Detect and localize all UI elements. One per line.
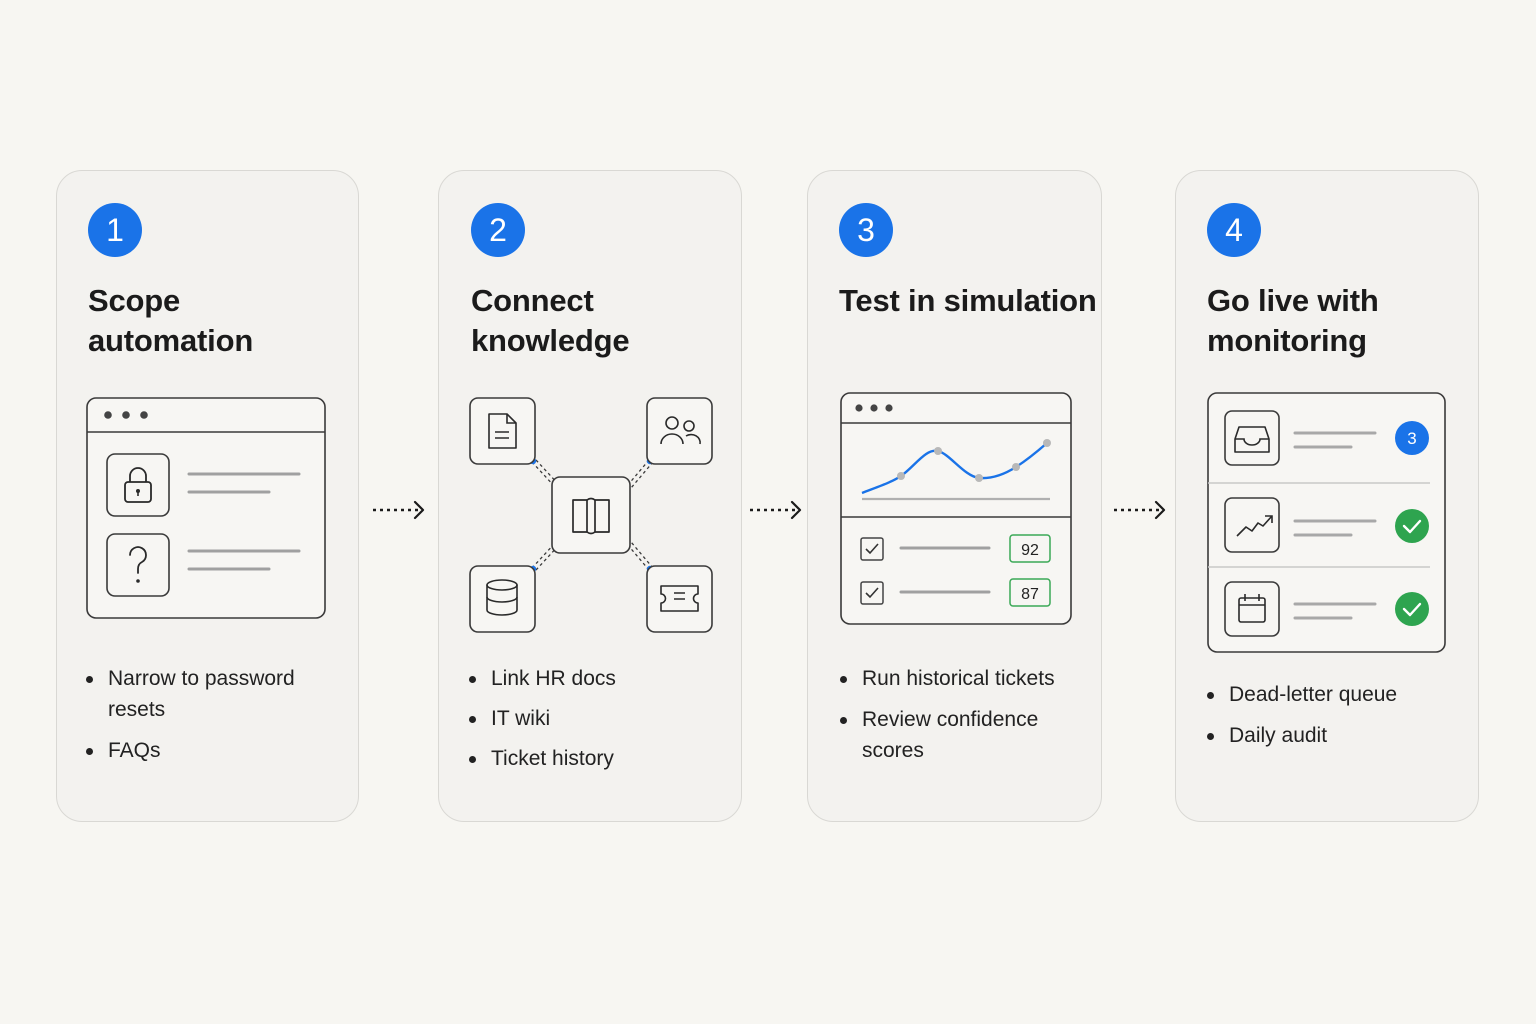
list-item: IT wiki: [469, 703, 719, 734]
ticket-icon: [646, 565, 713, 633]
question-icon: [106, 533, 170, 597]
list-item: Daily audit: [1207, 720, 1467, 751]
checkbox-icon: [860, 581, 884, 605]
step-card-3: 3 Test in simulation 92: [807, 170, 1102, 822]
inbox-icon: [1224, 410, 1280, 466]
monitoring-panel-illustration: 3: [1207, 392, 1446, 653]
step-number-badge: 4: [1207, 203, 1261, 257]
list-item: Ticket history: [469, 743, 719, 774]
check-circle-icon: [1395, 509, 1429, 543]
confidence-score: 87: [1021, 586, 1039, 603]
count-badge: [1395, 421, 1429, 455]
arrow-right-icon: [1114, 500, 1166, 520]
step-number-badge: 1: [88, 203, 142, 257]
arrow-right-icon: [373, 500, 425, 520]
list-item: Narrow to password resets: [86, 663, 326, 725]
step-title: Connect knowledge: [471, 283, 630, 358]
checkbox-icon: [860, 537, 884, 561]
database-icon: [469, 565, 536, 633]
step-card-2: 2 Connect knowledge: [438, 170, 742, 822]
step-card-1: 1 Scope automation Narrow to password re…: [56, 170, 359, 822]
list-item: Run historical tickets: [840, 663, 1090, 694]
confidence-score-box: [1009, 578, 1051, 607]
list-item: Review confidence scores: [840, 704, 1090, 766]
list-item: Dead-letter queue: [1207, 679, 1467, 710]
step-number-badge: 3: [839, 203, 893, 257]
knowledge-graph-illustration: [469, 397, 713, 633]
step-bullets: Dead-letter queue Daily audit: [1207, 679, 1467, 761]
arrow-right-icon: [750, 500, 802, 520]
queue-count: 3: [1407, 429, 1416, 448]
trend-icon: [1224, 497, 1280, 553]
people-icon: [646, 397, 713, 465]
step-number-badge: 2: [471, 203, 525, 257]
step-bullets: Narrow to password resets FAQs: [86, 663, 326, 776]
step-bullets: Run historical tickets Review confidence…: [840, 663, 1090, 776]
list-item: FAQs: [86, 735, 326, 766]
line-chart: [861, 439, 1051, 501]
book-icon: [551, 476, 631, 554]
lock-icon: [106, 453, 170, 517]
list-item: Link HR docs: [469, 663, 719, 694]
step-title: Test in simulation: [839, 283, 1097, 318]
step-title: Scope automation: [88, 283, 254, 358]
confidence-score: 92: [1021, 542, 1039, 559]
step-title: Go live with monitoring: [1207, 283, 1379, 358]
step-bullets: Link HR docs IT wiki Ticket history: [469, 663, 719, 784]
confidence-score-box: [1009, 534, 1051, 563]
browser-window-illustration: [86, 397, 326, 619]
document-icon: [469, 397, 536, 465]
calendar-icon: [1224, 581, 1280, 637]
check-circle-icon: [1395, 592, 1429, 626]
step-card-4: 4 Go live with monitoring 3: [1175, 170, 1479, 822]
simulation-window-illustration: 92 87: [840, 392, 1072, 625]
